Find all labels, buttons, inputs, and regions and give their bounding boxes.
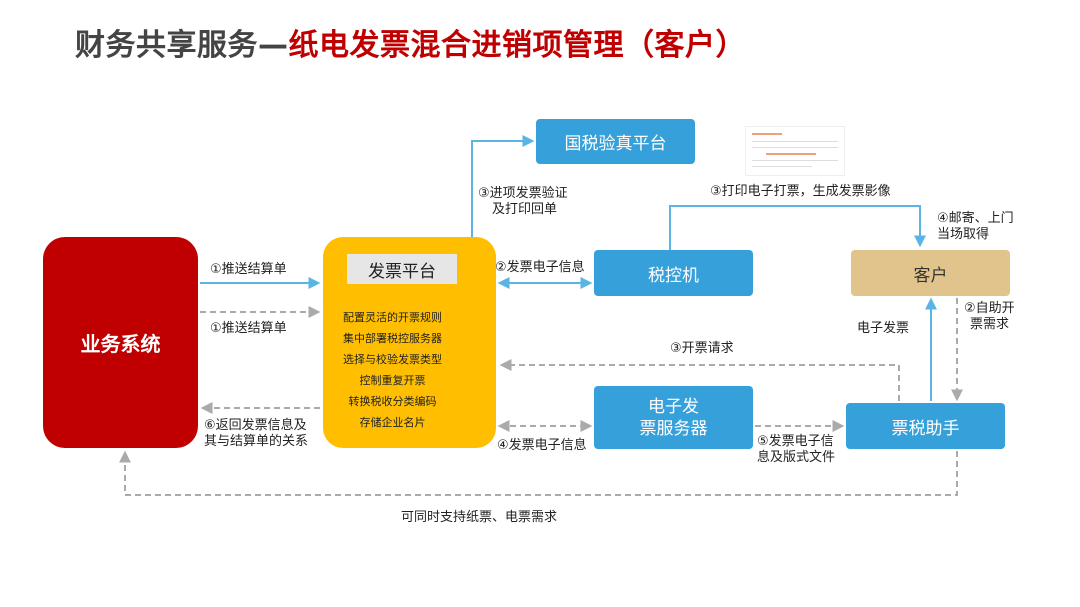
label-mail: ④邮寄、上门 当场取得 [937, 211, 1014, 243]
platform-feature: 集中部署税控服务器 [343, 328, 442, 349]
tax-control-machine-box: 税控机 [594, 250, 753, 296]
label-self-service-line2: 票需求 [964, 317, 1015, 333]
label-einvoice-info-4: ④发票电子信息 [497, 438, 587, 454]
label-verify-line2: 及打印回单 [478, 202, 568, 218]
business-system-box: 业务系统 [43, 237, 198, 448]
label-mail-line2: 当场取得 [937, 227, 1014, 243]
label-self-service: ②自助开 票需求 [964, 301, 1015, 333]
platform-feature: 配置灵活的开票规则 [343, 307, 442, 328]
invoice-platform-title: 发票平台 [347, 254, 457, 284]
label-return-invoice: ⑥返回发票信息及 其与结算单的关系 [204, 418, 308, 450]
customer-box: 客户 [851, 250, 1010, 296]
platform-feature: 选择与校验发票类型 [343, 349, 442, 370]
label-invoice-request: ③开票请求 [670, 341, 734, 357]
label-support-both: 可同时支持纸票、电票需求 [401, 510, 557, 526]
label-einvoice-info-2: ②发票电子信息 [495, 260, 585, 276]
label-send-einvoice-line1: ⑤发票电子信 [757, 434, 835, 450]
platform-feature-list: 配置灵活的开票规则 集中部署税控服务器 选择与校验发票类型 控制重复开票 转换税… [343, 307, 442, 433]
label-print-einvoice: ③打印电子打票，生成发票影像 [710, 184, 891, 200]
label-push-settlement-1: ①推送结算单 [210, 262, 287, 278]
label-e-invoice: 电子发票 [857, 321, 909, 337]
einvoice-server-line2: 票服务器 [640, 418, 708, 440]
label-return-invoice-line2: 其与结算单的关系 [204, 434, 308, 450]
label-send-einvoice-line2: 息及版式文件 [757, 450, 835, 466]
platform-feature: 存储企业名片 [343, 412, 442, 433]
label-push-settlement-2: ①推送结算单 [210, 321, 287, 337]
arrow-print-to-customer [670, 206, 920, 250]
ticket-assistant-box: 票税助手 [846, 403, 1005, 449]
label-return-invoice-line1: ⑥返回发票信息及 [204, 418, 308, 434]
national-tax-platform-box: 国税验真平台 [536, 119, 695, 164]
label-mail-line1: ④邮寄、上门 [937, 211, 1014, 227]
label-verify-line1: ③进项发票验证 [478, 186, 568, 202]
einvoice-server-box: 电子发 票服务器 [594, 386, 753, 449]
label-self-service-line1: ②自助开 [964, 301, 1015, 317]
einvoice-server-line1: 电子发 [640, 396, 708, 418]
label-verify: ③进项发票验证 及打印回单 [478, 186, 568, 218]
platform-feature: 控制重复开票 [343, 370, 442, 391]
platform-feature: 转换税收分类编码 [343, 391, 442, 412]
invoice-image-thumbnail [745, 126, 845, 176]
label-send-einvoice: ⑤发票电子信 息及版式文件 [757, 434, 835, 466]
invoice-platform-box: 发票平台 配置灵活的开票规则 集中部署税控服务器 选择与校验发票类型 控制重复开… [323, 237, 496, 448]
